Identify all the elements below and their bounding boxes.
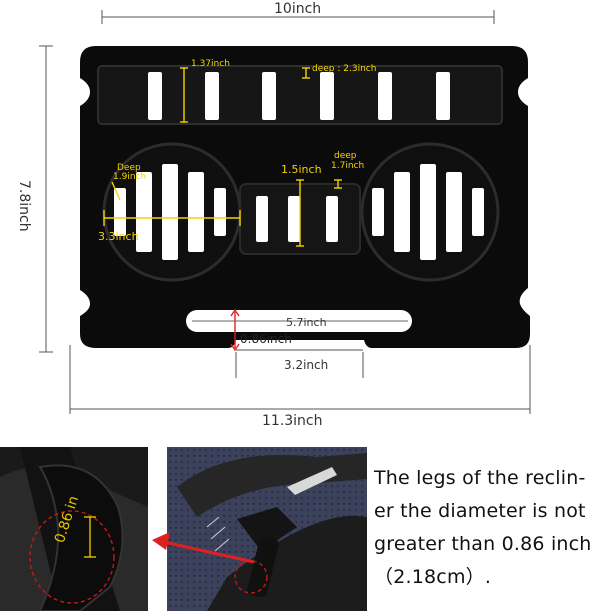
dimension-lines: [39, 10, 531, 414]
height-label: 7.8inch: [16, 180, 32, 232]
middle-deep-label: deep: [334, 151, 357, 161]
slot-width-label: 5.7inch: [286, 316, 327, 329]
leg-closeup-photo: [0, 447, 148, 611]
top-tray-depth-label: deep : 2.3inch: [312, 64, 377, 74]
slot-height-label: 0.86inch: [240, 332, 292, 346]
caption-line-1: The legs of the reclin-: [374, 467, 586, 489]
left-cup-bars: [114, 164, 226, 260]
recliner-caption: The legs of the reclin- er the diameter …: [374, 462, 600, 594]
yellow-annotations: [103, 67, 342, 247]
recliner-photo: [167, 447, 367, 611]
top-tray: [97, 65, 503, 125]
total-width-label: 11.3inch: [262, 413, 323, 429]
cup-deep-value: 1.9inch: [113, 172, 147, 182]
red-arrow-icon: [152, 532, 255, 564]
opening-width-label: 3.2inch: [284, 358, 329, 372]
middle-height-label: 1.5inch: [281, 163, 322, 176]
caption-line-3: greater than 0.86 inch: [374, 533, 592, 555]
caption-line-4: （2.18cm）.: [374, 566, 492, 588]
width-label: 10inch: [274, 1, 322, 17]
top-tray-height-label: 1.37inch: [191, 59, 230, 69]
top-tray-slots: [148, 72, 450, 120]
cup-diameter-label: 3.3inch: [98, 230, 139, 243]
caption-line-2: er the diameter is not: [374, 500, 586, 522]
cup-deep-label: Deep: [117, 163, 141, 173]
middle-deep-value: 1.7inch: [331, 161, 365, 171]
middle-slots: [256, 196, 338, 242]
red-slot-marker: [230, 308, 240, 352]
right-cup-bars: [372, 164, 484, 260]
tray-diagram: [39, 10, 531, 414]
